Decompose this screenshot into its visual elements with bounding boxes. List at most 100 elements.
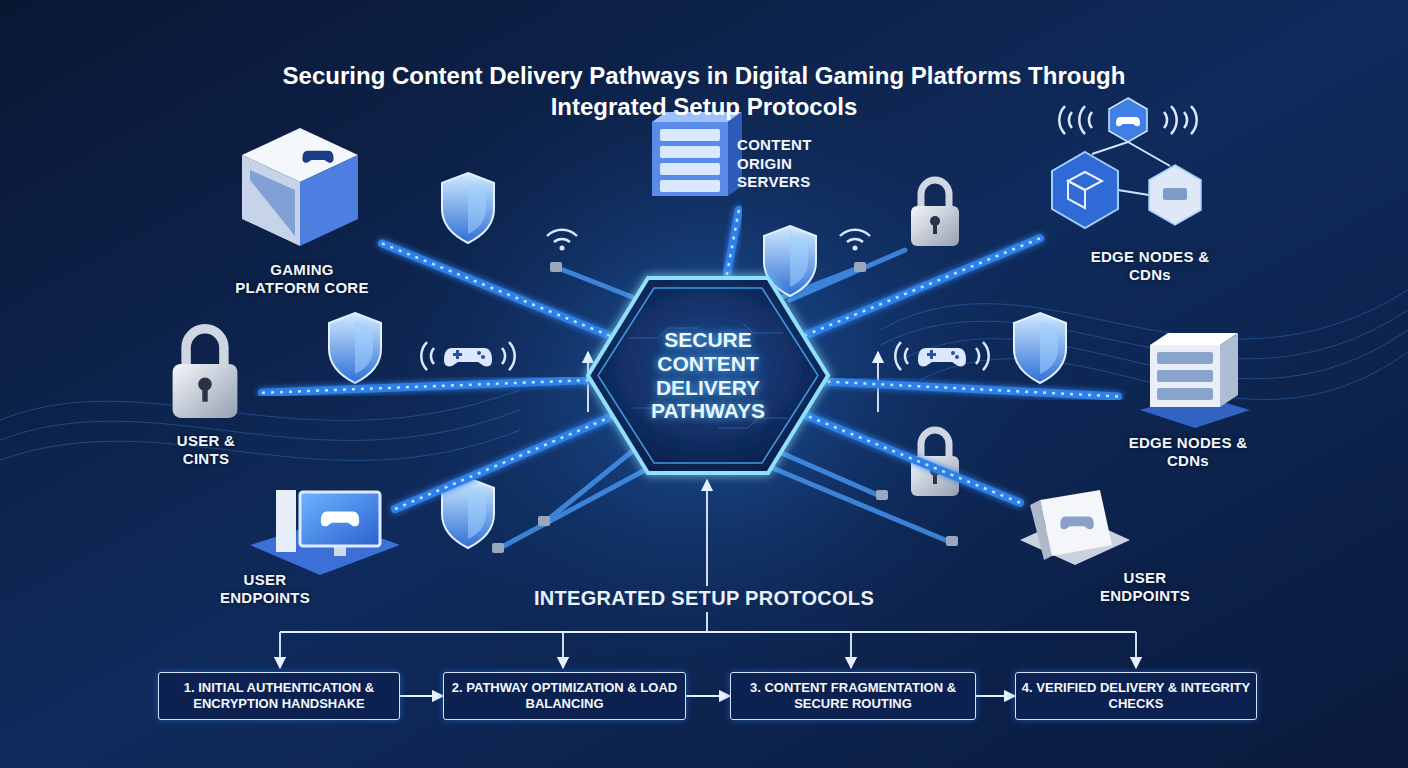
connector-flow xyxy=(804,238,1040,336)
node-label: USER & CINTS xyxy=(176,432,236,468)
server-body xyxy=(1150,345,1220,407)
cube-face xyxy=(242,155,300,246)
wave-line xyxy=(0,410,520,440)
lock-keyhole xyxy=(202,386,207,402)
signal-icon xyxy=(1164,106,1177,134)
server-body xyxy=(652,122,728,196)
hub-inner-outline xyxy=(598,288,818,463)
icon-node: USER ENDPOINTS xyxy=(1020,480,1215,605)
server-slot xyxy=(1157,388,1213,400)
diagram-title: Securing Content Delivery Pathways in Di… xyxy=(254,60,1154,122)
wave-line xyxy=(880,290,1408,339)
gamepad-icon xyxy=(918,348,966,366)
pathway-connector xyxy=(804,238,1040,336)
gamepad-icon xyxy=(321,512,359,527)
gamepad-icon xyxy=(302,151,333,163)
pathway-connector xyxy=(824,381,1118,396)
bracket-arrow xyxy=(1135,632,1137,668)
plug-caps xyxy=(492,262,958,553)
plug-cap xyxy=(550,262,562,272)
connector-tube xyxy=(395,416,613,509)
connector-flow xyxy=(804,415,1020,503)
cluster-link xyxy=(1118,190,1149,195)
wave-line xyxy=(0,430,520,460)
icon-node: CONTENT ORIGIN SERVERS xyxy=(640,118,855,210)
plug-cap xyxy=(538,516,550,526)
server-slot xyxy=(1157,370,1213,382)
hub-shape xyxy=(588,278,828,473)
step-label: 3. CONTENT FRAGMENTATION & SECURE ROUTIN… xyxy=(731,680,975,713)
signal-icon xyxy=(1079,106,1092,134)
circuit-traces xyxy=(628,323,788,428)
connector-flow xyxy=(824,381,1118,396)
icon-node: USER ENDPOINTS xyxy=(205,492,395,607)
icon-node: EDGE NODES & CDNs xyxy=(1040,110,1240,284)
connector-tube xyxy=(382,243,612,336)
plug-cap xyxy=(946,536,958,546)
cluster-glyph xyxy=(1068,172,1102,190)
hub-glow xyxy=(377,45,1037,705)
connector-flow xyxy=(726,210,739,278)
stub-line xyxy=(500,462,660,548)
hub-hexagon: SECURE CONTENT DELIVERY PATHWAYS xyxy=(588,278,828,473)
cluster-hex xyxy=(1149,165,1201,225)
pathway-connector xyxy=(395,416,613,509)
section-label: INTEGRATED SETUP PROTOCOLS xyxy=(404,587,1004,610)
console-body xyxy=(1040,490,1112,556)
edge-cluster-icon xyxy=(1052,98,1201,228)
step-label: 4. VERIFIED DELIVERY & INTEGRITY CHECKS xyxy=(1016,680,1256,713)
cluster-hex xyxy=(1052,152,1118,228)
arrow-line xyxy=(400,695,443,697)
stub-lines xyxy=(500,250,950,548)
connector-tube xyxy=(804,238,1040,336)
arrow-line xyxy=(686,695,730,697)
step-arrow xyxy=(400,696,443,697)
cluster-glyph xyxy=(1068,181,1085,208)
process-box: 4. VERIFIED DELIVERY & INTEGRITY CHECKS xyxy=(1015,672,1257,720)
signal-icon xyxy=(1184,106,1197,134)
cluster-link xyxy=(1128,142,1170,166)
server-slot xyxy=(660,163,720,175)
node-label: EDGE NODES & CDNs xyxy=(1128,434,1248,470)
connector-tube xyxy=(804,415,1020,503)
pathway-connector xyxy=(382,243,612,336)
origin-server-icon xyxy=(652,112,742,196)
gamepad-body xyxy=(1116,117,1140,126)
shield-icon xyxy=(329,313,381,383)
pathway-connector xyxy=(262,380,591,393)
pc-tower xyxy=(276,490,296,552)
node-label: USER ENDPOINTS xyxy=(1090,569,1200,605)
lock-shackle xyxy=(186,329,224,367)
node-label: EDGE NODES & CDNs xyxy=(1090,248,1210,284)
process-box: 3. CONTENT FRAGMENTATION & SECURE ROUTIN… xyxy=(730,672,976,720)
monitor xyxy=(300,492,380,546)
connector-tube xyxy=(262,380,591,393)
edge-server-icon xyxy=(1140,333,1250,428)
stub-line xyxy=(545,445,640,522)
icon-node: USER & CINTS xyxy=(150,322,262,468)
cluster-hex xyxy=(1109,98,1147,142)
plug-cap xyxy=(492,543,504,553)
gamepad-body xyxy=(321,512,359,527)
lock-body xyxy=(173,364,238,418)
signal-icon xyxy=(1059,106,1072,134)
bracket-line xyxy=(706,612,708,632)
node-label: CONTENT ORIGIN SERVERS xyxy=(737,136,855,192)
step-arrow xyxy=(686,696,730,697)
server-side xyxy=(1220,333,1238,407)
gaming-core-icon xyxy=(242,128,358,246)
server-slot xyxy=(1157,352,1213,364)
connector-tube xyxy=(824,381,1118,396)
connector-flow xyxy=(395,416,613,509)
console-endpoint-icon xyxy=(1020,490,1130,565)
signal-icon xyxy=(976,342,989,370)
gamepad-icon xyxy=(444,348,492,366)
shield-icon xyxy=(442,173,494,243)
bracket-arrow xyxy=(279,632,281,668)
cluster-glyph xyxy=(1163,188,1187,200)
connector-flow xyxy=(382,243,612,336)
plug-cap xyxy=(876,490,888,500)
signal-icon xyxy=(895,342,908,370)
node-label: USER ENDPOINTS xyxy=(210,571,320,607)
